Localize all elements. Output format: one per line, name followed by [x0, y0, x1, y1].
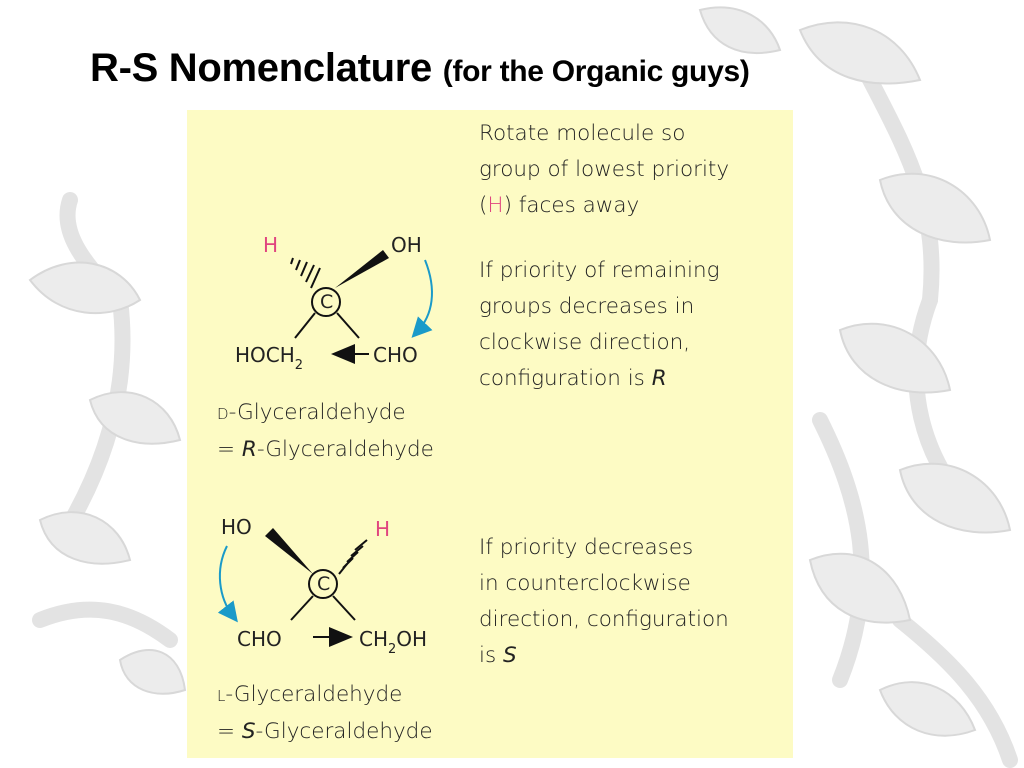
d-glyceraldehyde-name: D-Glyceraldehyde = R-Glyceraldehyde	[217, 400, 434, 462]
hashed-wedge-bond-l	[338, 539, 368, 575]
clockwise-line-2: groups decreases in	[479, 294, 695, 319]
clockwise-line-3: clockwise direction,	[479, 330, 691, 355]
carbon-center	[311, 287, 341, 317]
l-ch2oh-label: CH2OH	[359, 627, 428, 657]
counter-line-2: in counterclockwise	[479, 571, 691, 596]
counter-line-3: direction, configuration	[479, 607, 729, 632]
counterclockwise-instruction: If priority decreases in counterclockwis…	[479, 530, 729, 674]
carbon-center-l	[308, 569, 338, 599]
config-s: S	[503, 643, 517, 668]
title-subtitle: (for the Organic guys)	[442, 55, 750, 88]
diagram-panel: Rotate molecule so group of lowest prior…	[187, 110, 793, 758]
counter-line-4: is S	[479, 643, 517, 668]
rotate-line-3: (H) faces away	[479, 193, 640, 218]
l-glyceraldehyde-name: L-Glyceraldehyde = S-Glyceraldehyde	[217, 682, 433, 744]
l-cho-label: CHO	[237, 627, 282, 651]
solid-wedge-bond	[335, 250, 389, 288]
rotate-line-1: Rotate molecule so	[479, 121, 686, 146]
clockwise-arrow	[411, 259, 433, 338]
d-carbon-label: C	[320, 291, 334, 313]
clockwise-instruction: If priority of remaining groups decrease…	[479, 253, 720, 397]
l-glyceraldehyde-structure	[217, 528, 368, 647]
d-cho-label: CHO	[373, 343, 418, 367]
config-r: R	[651, 366, 667, 391]
hashed-wedge-bond	[290, 257, 321, 289]
l-carbon-label: C	[317, 573, 331, 595]
clockwise-line-4: configuration is R	[479, 366, 667, 391]
clockwise-line-1: If priority of remaining	[479, 258, 720, 283]
slide-title: R-S Nomenclature (for the Organic guys)	[90, 46, 750, 91]
counter-line-1: If priority decreases	[479, 535, 694, 560]
rotate-instruction: Rotate molecule so group of lowest prior…	[479, 116, 729, 224]
d-prefix: D	[217, 405, 229, 423]
rotate-line-2: group of lowest priority	[479, 157, 730, 182]
d-oh-label: OH	[391, 233, 422, 257]
solid-wedge-bond-l	[265, 528, 313, 574]
title-main: R-S Nomenclature	[90, 46, 432, 90]
counterclockwise-arrow	[217, 545, 238, 623]
d-hoch2-label: HOCH2	[235, 343, 304, 373]
d-hydrogen-label: H	[263, 233, 279, 257]
d-glyceraldehyde-structure	[290, 250, 433, 364]
rotate-hydrogen: H	[487, 193, 504, 218]
l-prefix: L	[217, 687, 226, 705]
l-ho-label: HO	[221, 515, 252, 539]
l-hydrogen-label: H	[375, 517, 391, 541]
molecule-structures	[217, 250, 433, 647]
